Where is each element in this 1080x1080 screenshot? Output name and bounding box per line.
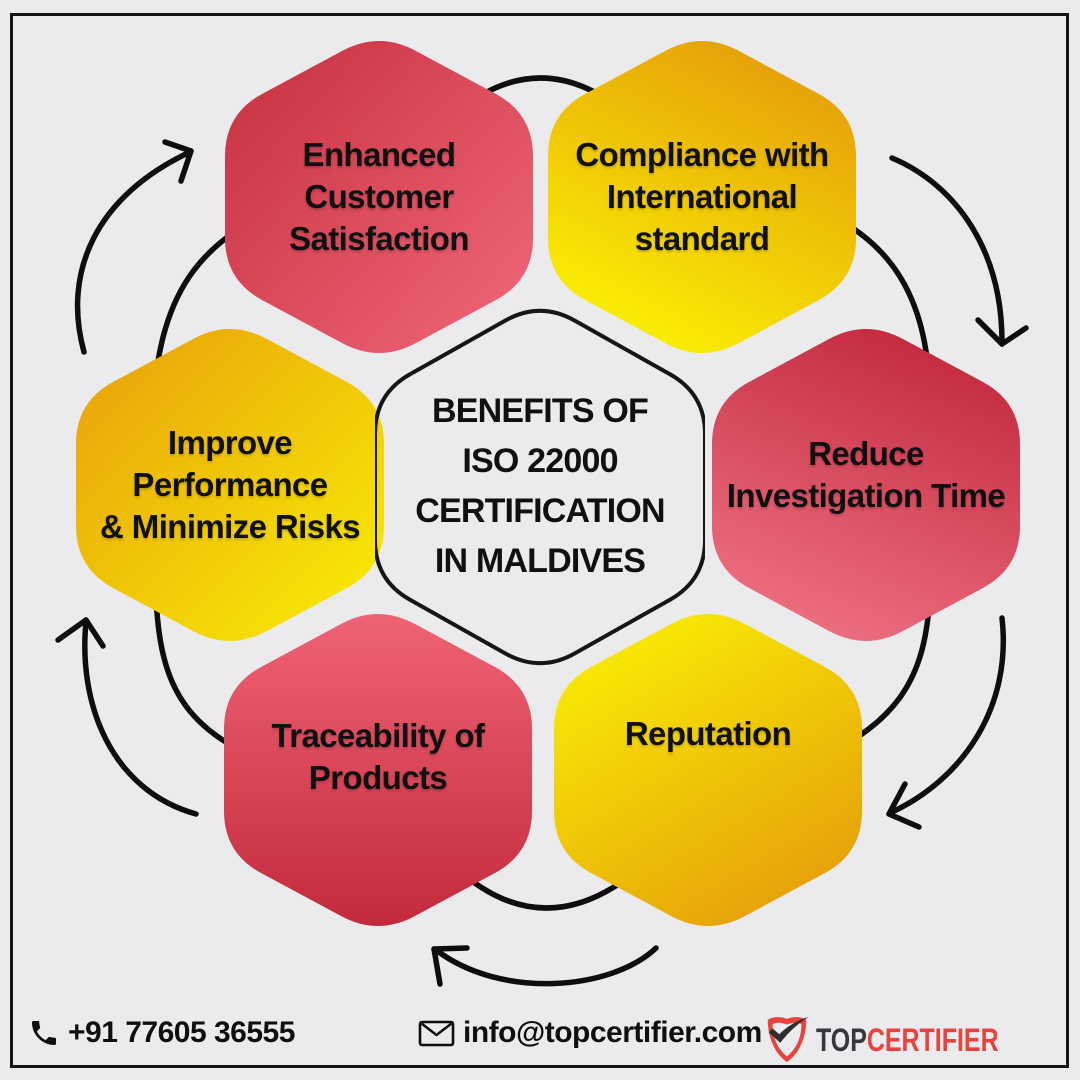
phone-contact: +91 77605 36555 — [28, 1016, 295, 1050]
benefit-hex-improve-performance-minimize-risks: Improve Performance & Minimize Risks — [76, 319, 384, 651]
email-icon — [418, 1020, 455, 1047]
hexagon-shape — [554, 614, 862, 926]
brand-name: TOPCERTIFIER — [816, 1022, 999, 1059]
benefit-label: Reputation — [624, 714, 792, 752]
arrow-up-left — [74, 139, 194, 355]
shield-check-icon — [767, 1016, 810, 1063]
arrow-down-left-bottom — [886, 615, 1006, 830]
border-frame — [10, 13, 1069, 1068]
hexagon-outline — [373, 308, 707, 666]
hexagon-shape — [225, 41, 533, 353]
hexagon-shape — [224, 614, 532, 926]
benefit-label: Improve Performance & Minimize Risks — [100, 423, 361, 546]
infographic-title: BENEFITS OF ISO 22000 CERTIFICATION IN M… — [415, 392, 665, 580]
hexagon-shape — [76, 329, 384, 641]
center-hexagon: BENEFITS OF ISO 22000 CERTIFICATION IN M… — [373, 301, 707, 673]
email-address: info@topcertifier.com — [463, 1016, 762, 1049]
benefit-hex-enhanced-customer-satisfaction: Enhanced Customer Satisfaction — [225, 31, 533, 363]
hexagon-shape — [712, 329, 1020, 641]
phone-number: +91 77605 36555 — [68, 1016, 295, 1049]
benefit-hex-reputation: Reputation — [554, 604, 862, 936]
phone-icon — [32, 1021, 56, 1045]
benefit-hex-compliance-international-standard: Compliance with International standard — [548, 31, 856, 363]
benefit-label: Compliance with International standard — [575, 135, 829, 258]
email-contact: info@topcertifier.com — [418, 1016, 762, 1050]
brand-top: TOP — [815, 1021, 867, 1058]
arrow-down-right-top — [889, 155, 1029, 347]
benefit-label: Enhanced Customer Satisfaction — [289, 135, 469, 258]
benefit-hex-traceability-of-products: Traceability of Products — [224, 604, 532, 936]
footer-bar: +91 77605 36555 info@topcertifier.com TO… — [13, 1008, 1066, 1063]
benefit-label: Reduce Investigation Time — [726, 434, 1006, 514]
hexagon-shape — [548, 41, 856, 353]
arrow-left-bottom — [431, 945, 659, 987]
benefit-hex-reduce-investigation-time: Reduce Investigation Time — [712, 319, 1020, 651]
topcertifier-logo: TOPCERTIFIER — [763, 1014, 1050, 1066]
arrow-up-left-side — [55, 617, 199, 817]
benefit-label: Traceability of Products — [271, 716, 486, 796]
brand-certifier: CERTIFIER — [866, 1021, 999, 1058]
